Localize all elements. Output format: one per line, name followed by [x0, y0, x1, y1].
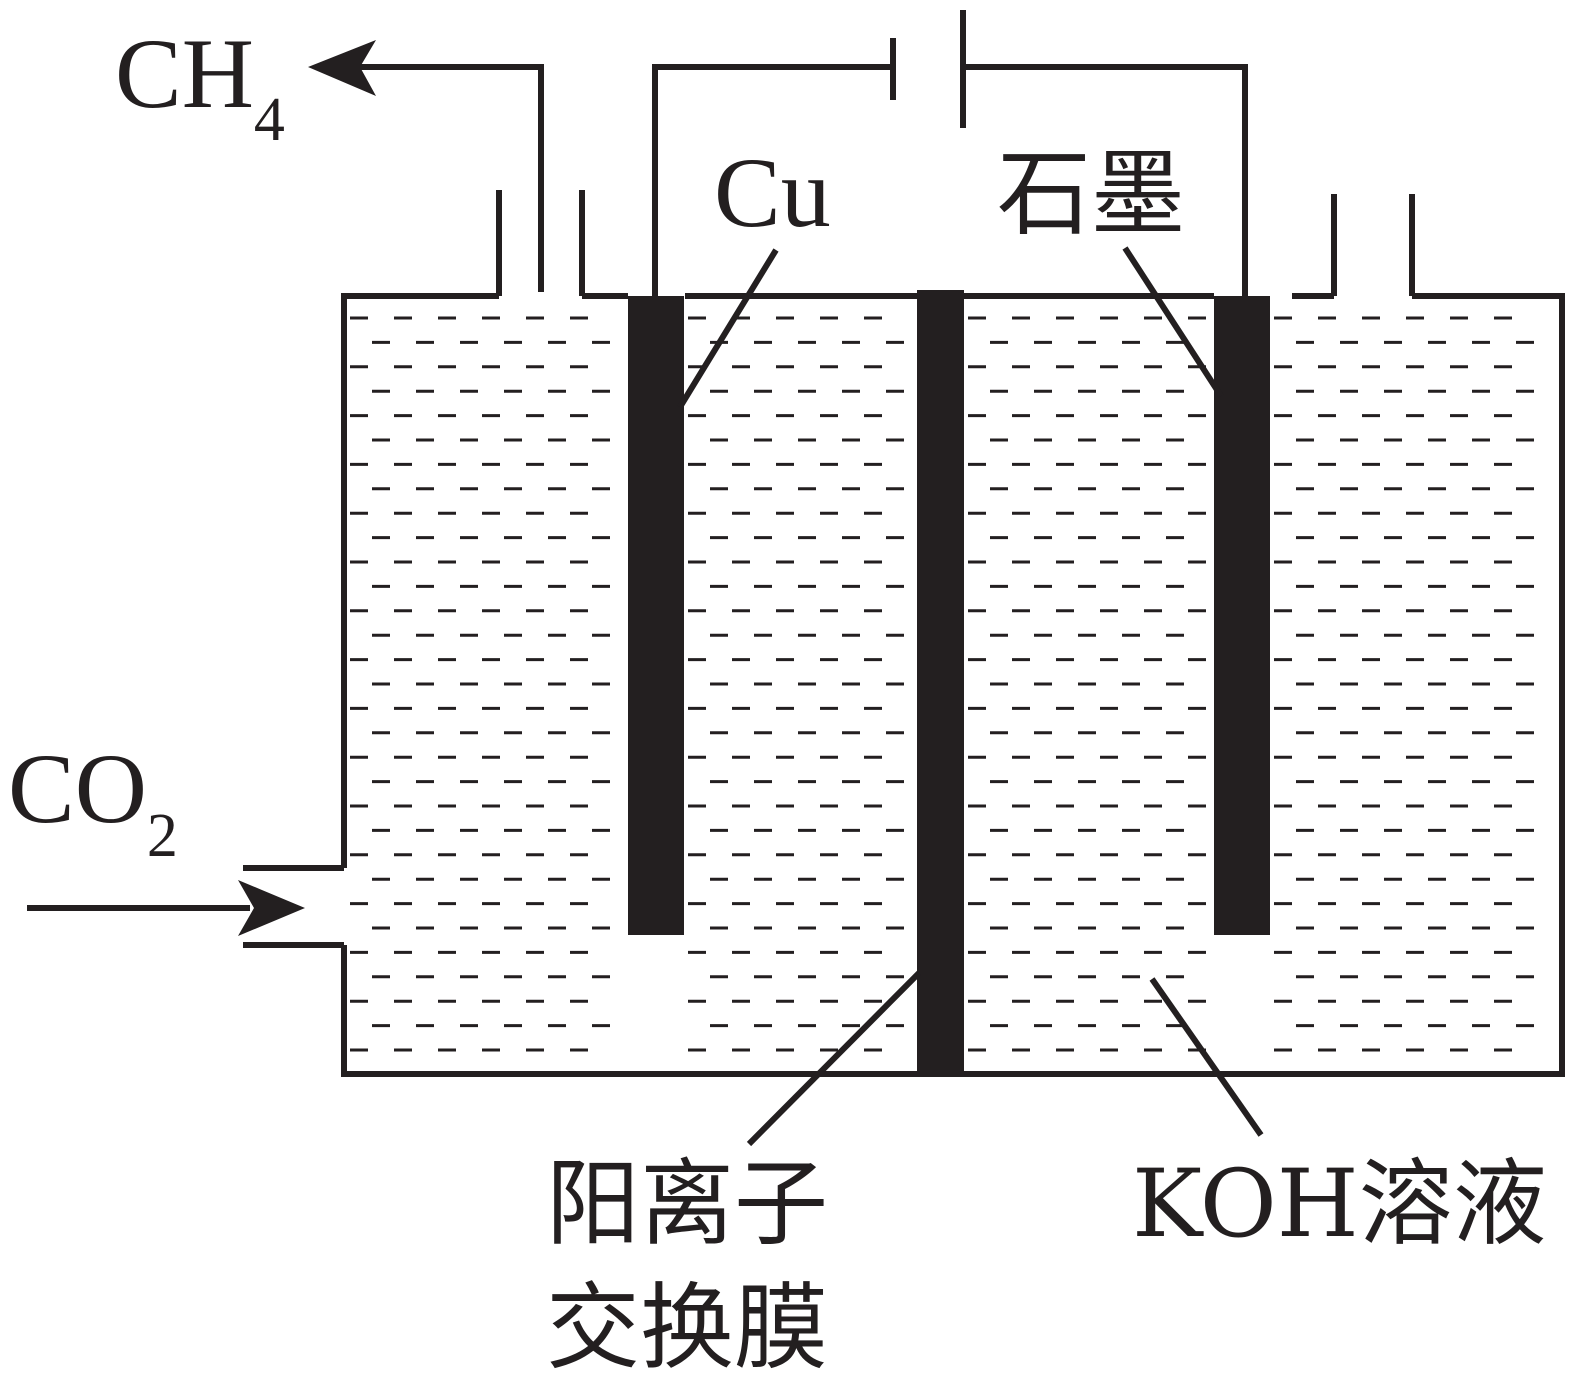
ch4-outlet-tube: [360, 64, 585, 296]
membrane-label-line1: 阳离子: [546, 1150, 828, 1259]
wire-to-cu: [652, 64, 893, 296]
vent-tube: [1331, 194, 1415, 296]
cu-label: Cu: [714, 137, 831, 248]
membrane-label-line2: 交换膜: [546, 1274, 828, 1383]
cu-leader-line: [677, 248, 779, 409]
ch4-label: CH4: [115, 18, 285, 154]
koh-leader-line: [1149, 977, 1264, 1137]
koh-label: KOH溶液: [1132, 1150, 1547, 1259]
co2-inlet-tube: [27, 865, 344, 948]
container-bottom-wall: [341, 293, 1565, 1077]
membrane-leader-line: [746, 970, 922, 1147]
co2-label: CO2: [8, 733, 178, 870]
external-circuit: [652, 10, 1248, 296]
cell-container: [341, 293, 1565, 1077]
container-left-top-wall: [341, 293, 499, 868]
graphite-label: 石墨: [997, 140, 1185, 249]
cation-exchange-membrane: [917, 290, 964, 1074]
wire-to-graphite: [963, 64, 1248, 296]
koh-solution-fill: [350, 316, 1534, 1052]
ch4-arrowhead: [308, 40, 376, 96]
co2-arrowhead: [238, 880, 305, 936]
cu-electrode: [628, 296, 684, 935]
graphite-leader-line: [1122, 246, 1224, 398]
leader-lines: [677, 246, 1264, 1147]
graphite-electrode: [1214, 296, 1270, 935]
